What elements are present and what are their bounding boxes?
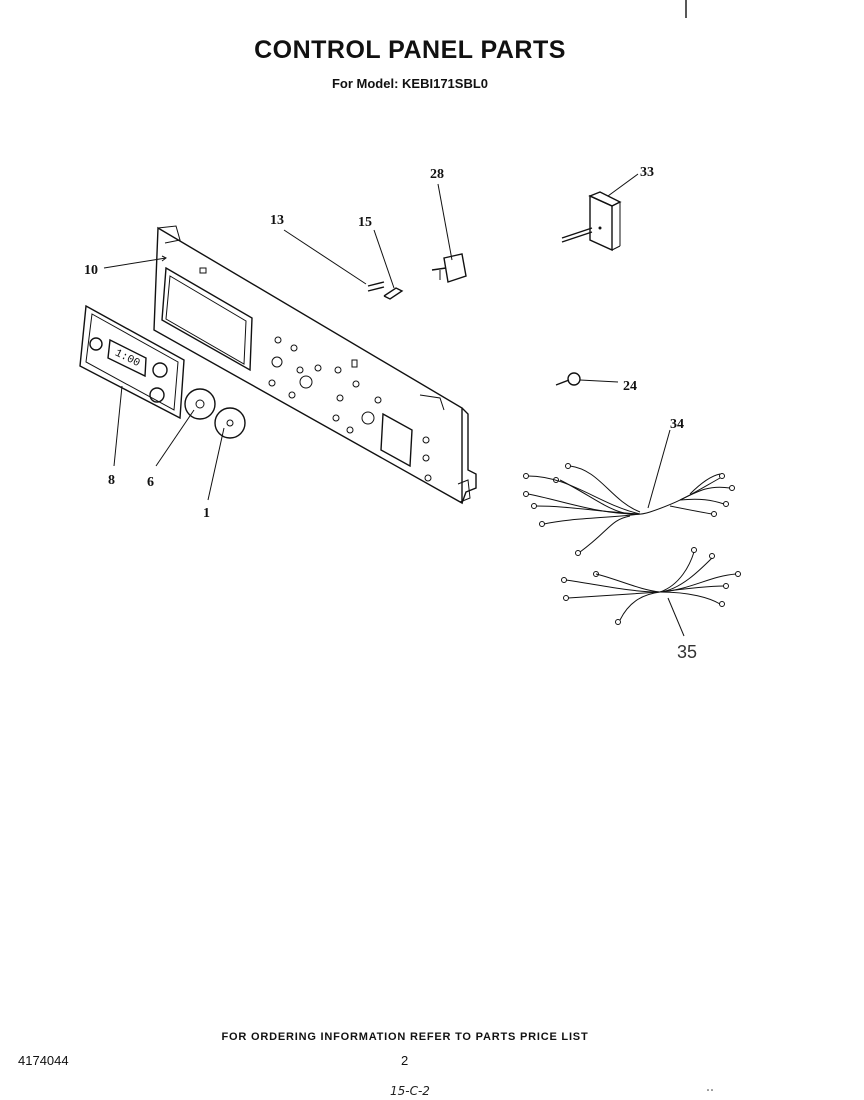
wire-harness-part-35 xyxy=(561,547,741,625)
callout-33: 33 xyxy=(640,165,654,180)
switch-part-28 xyxy=(431,253,467,283)
ordering-note: FOR ORDERING INFORMATION REFER TO PARTS … xyxy=(221,1031,589,1043)
handwritten-note: 15-C-2 xyxy=(390,1084,430,1098)
timer-part-33 xyxy=(561,191,622,252)
callout-10: 10 xyxy=(84,263,98,278)
callout-24: 24 xyxy=(623,379,637,394)
component-part-24 xyxy=(555,372,581,386)
callout-35: 35 xyxy=(677,642,697,662)
callout-6: 6 xyxy=(147,475,154,490)
control-panel-part-10 xyxy=(153,225,477,505)
callout-1: 1 xyxy=(203,506,210,521)
callout-28: 28 xyxy=(430,167,444,182)
model-line: For Model: KEBI171SBL0 xyxy=(331,76,489,91)
callout-13: 13 xyxy=(270,213,284,228)
page-number: 2 xyxy=(401,1053,409,1068)
wire-harness-part-34 xyxy=(523,463,735,556)
leader-lines xyxy=(103,173,685,637)
callout-34: 34 xyxy=(670,417,684,432)
knob-part-1 xyxy=(214,407,246,439)
callout-8: 8 xyxy=(108,473,115,488)
callout-15: 15 xyxy=(358,215,372,230)
pin-part-13 xyxy=(367,281,385,292)
knob-part-6 xyxy=(184,388,216,420)
page-title: CONTROL PANEL PARTS xyxy=(254,36,566,64)
document-number: 4174044 xyxy=(18,1053,69,1068)
clock-overlay-part-8: 1:00 xyxy=(79,304,185,420)
clip-part-15 xyxy=(383,287,404,300)
